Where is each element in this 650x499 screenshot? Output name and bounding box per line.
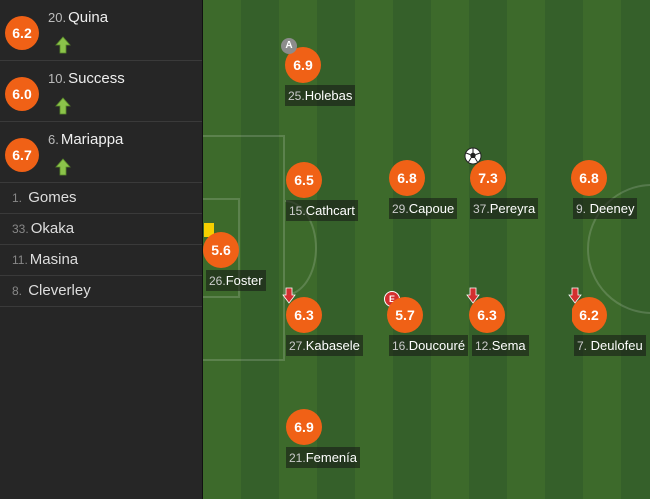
player-femenia[interactable]: 6.9 21.Femenía [286,409,406,489]
player-label: 15.Cathcart [286,200,358,221]
rating-badge: 6.3 [286,297,322,333]
player-name: Cathcart [305,203,355,218]
rating-badge: 5.6 [203,232,239,268]
rating-badge: 6.3 [469,297,505,333]
goal-box [203,198,240,298]
player-sema[interactable]: 6.3 12.Sema [469,297,590,377]
player-cathcart[interactable]: 6.5 15.Cathcart [286,162,406,242]
rating-badge: 6.8 [571,160,607,196]
sub-row[interactable]: 6.7 6.Mariappa [0,122,202,183]
player-number: 7. [577,339,588,353]
player-name: Masina [29,251,79,268]
rating-badge: 6.2 [572,297,607,333]
player-label: 16.Doucouré [389,335,469,356]
player-number: 8. [12,284,23,298]
player-kabasele[interactable]: 6.3 27.Kabasele [286,297,406,377]
rating-badge: 7.3 [470,160,506,196]
rating-badge: 6.5 [286,162,322,198]
player-number: 25. [288,89,305,103]
player-name: Deulofeu [590,338,643,353]
player-label: 21.Femenía [286,447,360,468]
player-number: 33. [12,222,29,236]
player-number: 20. [48,10,67,25]
player-deulofeu[interactable]: 6.2 7. Deulofeu [572,297,650,377]
rating-badge: 6.7 [5,138,39,172]
player-name: Pereyra [489,201,536,216]
bench-row[interactable]: 8. Cleverley [0,276,202,307]
player-label: 25.Holebas [285,85,356,106]
player-label: 7. Deulofeu [574,335,646,356]
bench-row[interactable]: 33.Okaka [0,214,202,245]
player-label: 29.Capoue [389,198,458,219]
substitutes-panel: 6.2 20.Quina 6.0 10.Success 6.7 6.Mariap… [0,0,203,499]
sub-row[interactable]: 6.2 20.Quina [0,0,202,61]
rating-badge: 6.9 [285,47,321,83]
player-holebas[interactable]: 6.9 25.Holebas [285,47,405,127]
penalty-box [203,135,285,361]
rating-badge: 6.2 [5,16,39,50]
player-number: 15. [289,204,306,218]
player-doucoure[interactable]: 5.7 16.Doucouré [387,297,509,377]
player-number: 11. [12,253,28,267]
player-name: Doucouré [408,338,466,353]
sub-on-arrow-icon [55,36,71,54]
bench-row[interactable]: 1. Gomes [0,183,202,214]
player-number: 37. [473,202,490,216]
player-name: Kabasele [305,338,360,353]
player-name: Deeney [589,201,635,216]
rating-badge: 6.9 [286,409,322,445]
player-number: 1. [12,191,23,205]
sub-row[interactable]: 6.0 10.Success [0,61,202,122]
player-label: 12.Sema [472,335,529,356]
player-number: 29. [392,202,409,216]
sub-on-arrow-icon [55,97,71,115]
player-number: 12. [475,339,492,353]
sub-off-arrow-icon [282,287,296,304]
player-name: Cleverley [28,282,91,299]
rating-badge: 6.8 [389,160,425,196]
player-number: 21. [289,451,306,465]
player-foster[interactable]: 5.6 26.Foster [203,232,326,312]
player-capoue[interactable]: 6.8 29.Capoue [389,160,509,240]
sub-on-arrow-icon [55,158,71,176]
player-number: 6. [48,132,59,147]
player-label: 26.Foster [206,270,266,291]
captain-badge-icon: A [281,38,297,54]
player-pereyra[interactable]: 7.3 37.Pereyra [470,160,590,240]
player-number: 27. [289,339,306,353]
player-name: Mariappa [60,131,124,148]
rating-badge: 5.7 [387,297,423,333]
player-name: Quina [68,9,109,26]
player-name: Sema [491,338,526,353]
player-label: 9. Deeney [573,198,638,219]
player-name: Gomes [28,189,77,206]
player-name: Femenía [305,450,357,465]
yellow-card-icon [204,223,214,237]
bench-row[interactable]: 11.Masina [0,245,202,276]
player-number: 16. [392,339,409,353]
player-name: Capoue [408,201,455,216]
pitch [203,0,650,499]
player-name: Holebas [304,88,353,103]
player-number: 26. [209,274,226,288]
player-number: 9. [576,202,587,216]
player-label: 27.Kabasele [286,335,363,356]
player-label: 37.Pereyra [470,198,539,219]
player-deeney[interactable]: 6.8 9. Deeney [571,160,650,240]
ball-icon [464,147,482,165]
sub-off-arrow-icon [568,287,582,304]
rating-badge: 6.0 [5,77,39,111]
player-name: Foster [225,273,263,288]
player-name: Okaka [30,220,75,237]
player-name: Success [68,70,125,87]
player-number: 10. [48,71,67,86]
sub-off-arrow-icon [466,287,480,304]
